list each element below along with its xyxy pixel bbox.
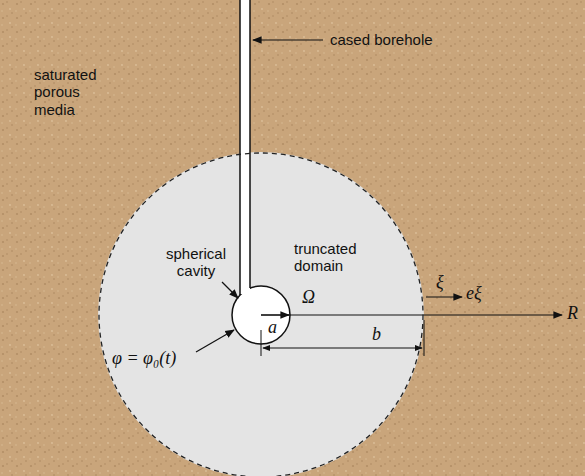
- dimension-tick: [424, 320, 425, 356]
- truncated-domain-fill: [98, 152, 424, 476]
- borehole-casing: [239, 0, 241, 295]
- dashed-boundary: [99, 153, 423, 476]
- callout-label: spherical cavity: [160, 245, 232, 280]
- vector-label: eξ: [466, 283, 482, 304]
- domain-symbol: Ω: [302, 287, 332, 308]
- coordinate-label: ξ: [436, 272, 444, 293]
- radial-axis: [261, 314, 562, 315]
- leader-arrow: [196, 330, 234, 352]
- boundary-condition: φ = φ₀(t): [112, 348, 176, 369]
- dimension-arrow: [263, 348, 422, 349]
- dimension-label: a: [268, 317, 277, 338]
- dimension-tick: [261, 330, 262, 356]
- borehole-casing: [249, 0, 251, 288]
- callout-label: cased borehole: [330, 31, 433, 48]
- leader-arrow: [253, 39, 323, 40]
- region-label: saturated porous media: [34, 66, 108, 118]
- domain-label: truncated domain: [294, 240, 376, 275]
- axis-label: R: [567, 303, 578, 324]
- dimension-label: b: [372, 324, 381, 345]
- unit-vector-arrow: [426, 296, 462, 297]
- borehole-bore: [240, 0, 250, 294]
- leader-arrow: [222, 282, 238, 298]
- truncated-domain: truncated domainΩ: [98, 152, 424, 476]
- radius-arrow: [261, 314, 289, 315]
- dashed-boundary: [98, 152, 424, 476]
